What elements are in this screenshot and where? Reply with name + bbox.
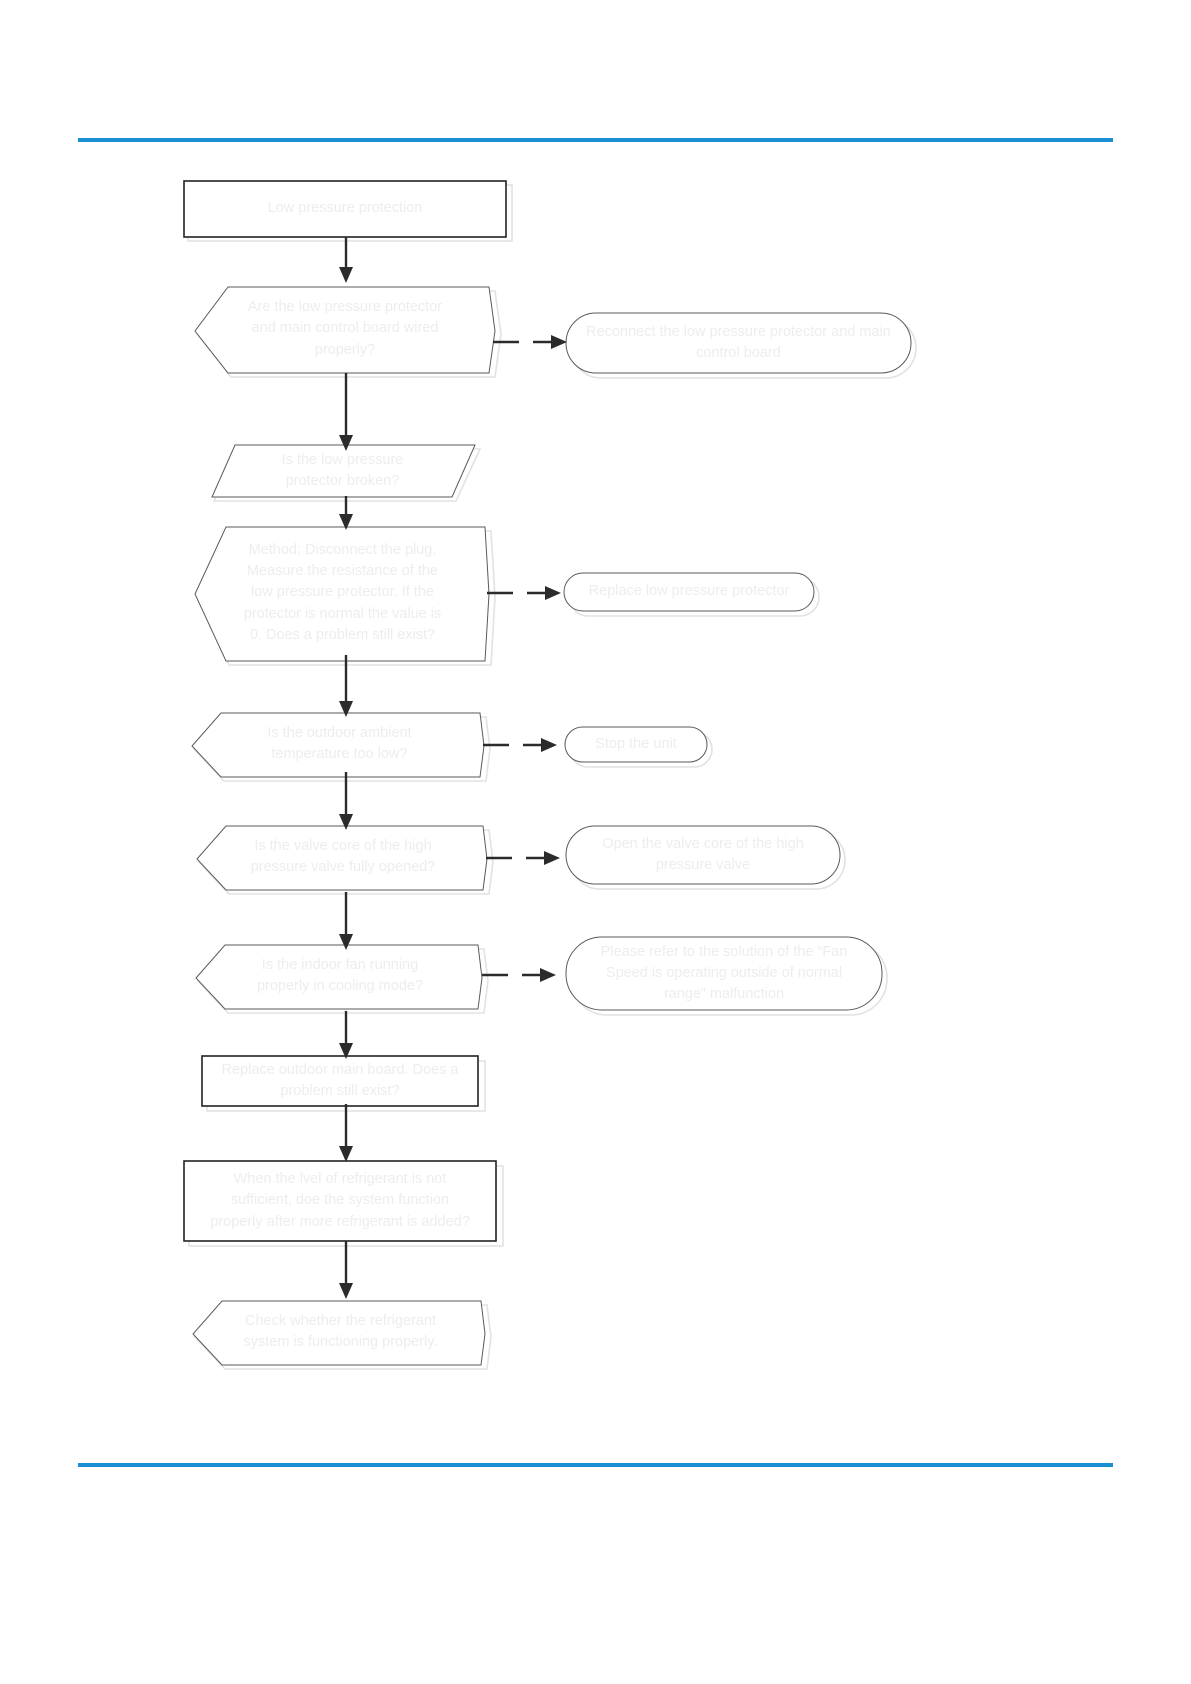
connector-n5-n6	[487, 583, 569, 603]
node-replace-main-board-rectangle	[201, 1055, 488, 1114]
connector-n2-n4	[330, 373, 362, 455]
node-fan-speed-reference-rounded	[565, 936, 892, 1025]
connector-n9-n11	[330, 892, 362, 954]
connector-n2-n3	[493, 332, 575, 352]
connector-n13-n14	[330, 1104, 362, 1166]
node-stop-unit-rounded	[564, 726, 717, 772]
node-valve-core-hexagon	[196, 824, 494, 895]
connector-n4-n5	[330, 496, 362, 534]
node-protector-broken-parallelogram	[210, 443, 482, 503]
node-replace-protector-rounded	[563, 572, 824, 621]
connector-n7-n8	[483, 735, 565, 755]
node-ambient-temp-hexagon	[191, 711, 491, 782]
node-check-refrigerant-hexagon	[192, 1299, 492, 1370]
node-open-valve-rounded	[565, 825, 850, 898]
node-indoor-fan-hexagon	[195, 943, 489, 1014]
footer-rule	[78, 1463, 1113, 1467]
node-refrigerant-level-rectangle	[183, 1160, 506, 1251]
connector-n5-n7	[330, 655, 362, 721]
connector-n14-n15	[330, 1241, 362, 1303]
connector-n1-n2	[330, 237, 362, 287]
header-rule	[78, 138, 1113, 142]
node-method-hexagon	[194, 525, 496, 666]
connector-n11-n12	[482, 965, 564, 985]
node-wiring-hexagon	[194, 285, 502, 378]
node-start-rectangle	[183, 180, 514, 243]
connector-n9-n10	[486, 848, 568, 868]
connector-n11-n13	[330, 1011, 362, 1063]
connector-n7-n9	[330, 772, 362, 834]
node-reconnect-rounded	[565, 312, 920, 381]
